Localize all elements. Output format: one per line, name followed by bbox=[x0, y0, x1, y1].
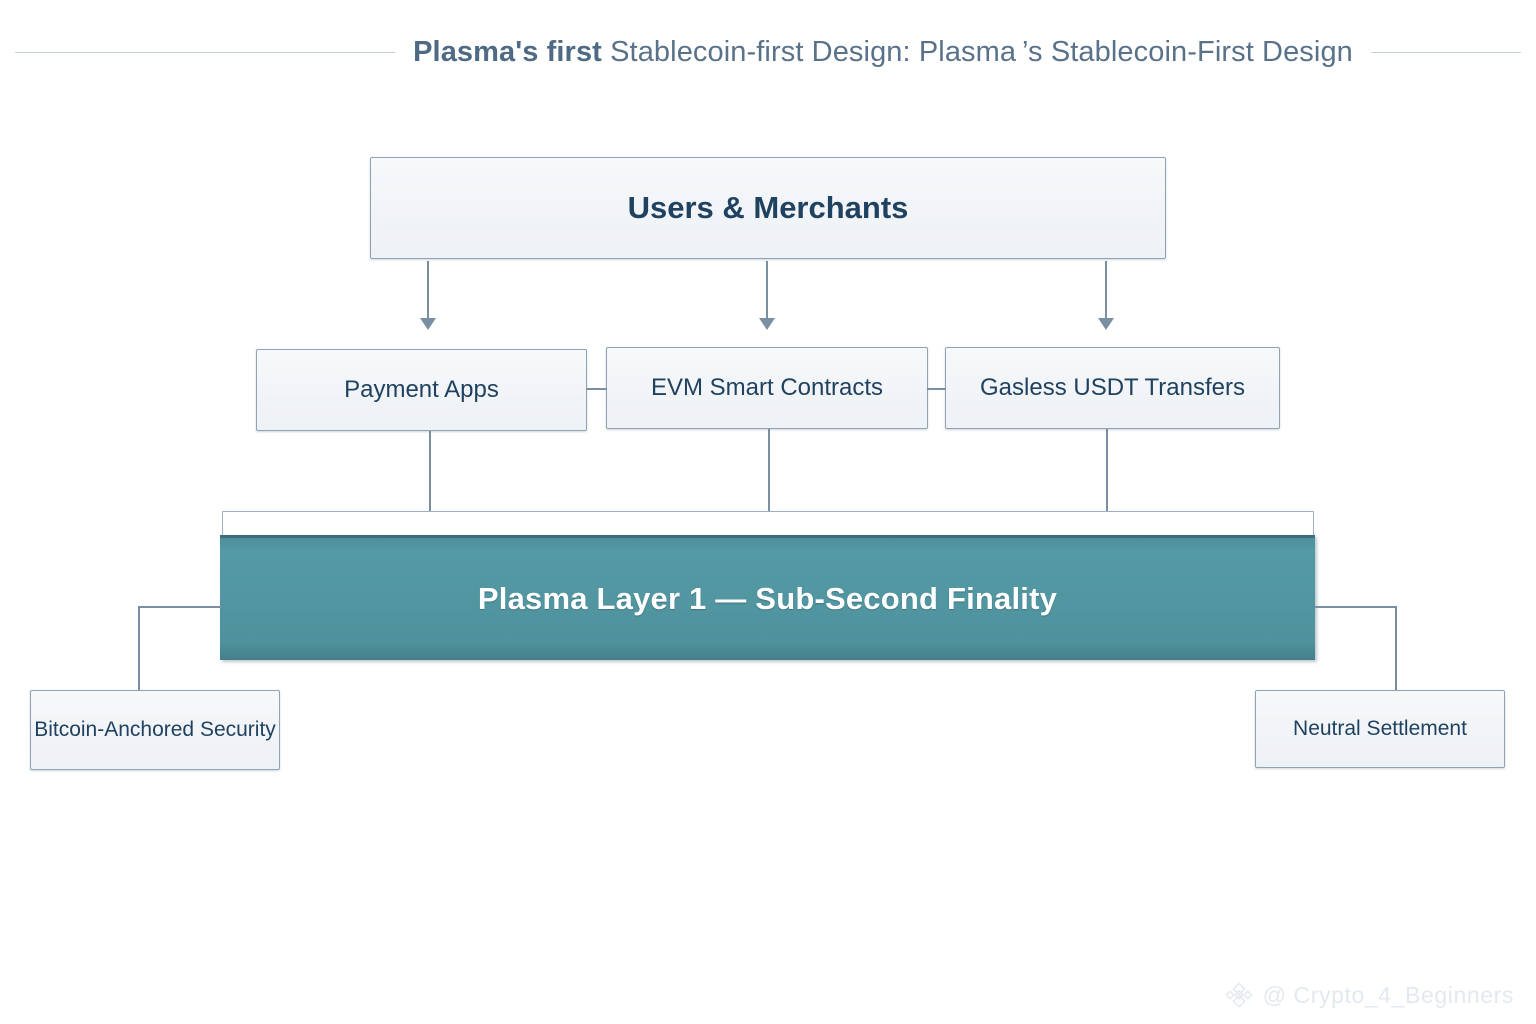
connector-users-to-evm bbox=[766, 261, 768, 323]
watermark: @ Crypto_4_Beginners bbox=[1224, 980, 1514, 1010]
page-title: Plasma's first Stablecoin-first Design: … bbox=[0, 28, 1536, 76]
node-neutral-settlement-label: Neutral Settlement bbox=[1293, 716, 1467, 740]
watermark-handle: @ Crypto_4_Beginners bbox=[1262, 981, 1514, 1008]
connector-gasless-to-layer1 bbox=[1106, 429, 1108, 513]
connector-payment-to-evm bbox=[586, 388, 607, 390]
connector-layer1-to-bitcoin-v bbox=[138, 606, 140, 692]
node-gasless-usdt-transfers-label: Gasless USDT Transfers bbox=[980, 374, 1245, 401]
connector-evm-to-gasless bbox=[927, 388, 946, 390]
connector-users-to-payment bbox=[427, 261, 429, 323]
node-payment-apps-label: Payment Apps bbox=[344, 376, 499, 403]
node-bitcoin-anchored-security[interactable]: Bitcoin-Anchored Security bbox=[30, 690, 280, 770]
connector-payment-to-layer1 bbox=[429, 431, 431, 513]
title-rule-left bbox=[15, 51, 396, 53]
node-bitcoin-anchored-security-label: Bitcoin-Anchored Security bbox=[34, 717, 276, 741]
connector-layer1-to-neutral-h bbox=[1315, 606, 1397, 608]
arrowhead-users-to-payment-icon bbox=[420, 318, 436, 330]
node-users-and-merchants-label: Users & Merchants bbox=[627, 190, 909, 225]
node-neutral-settlement[interactable]: Neutral Settlement bbox=[1255, 690, 1505, 768]
page-title-text: Plasma's first Stablecoin-first Design: … bbox=[413, 36, 1353, 69]
binance-diamond-logo-icon bbox=[1224, 982, 1253, 1008]
node-plasma-layer-1[interactable]: Plasma Layer 1 — Sub-Second Finality bbox=[220, 535, 1315, 660]
node-payment-apps[interactable]: Payment Apps bbox=[256, 349, 587, 431]
arrowhead-users-to-gasless-icon bbox=[1098, 318, 1114, 330]
connector-layer1-to-neutral-v bbox=[1395, 606, 1397, 692]
title-rule-right bbox=[1370, 51, 1521, 53]
node-users-and-merchants[interactable]: Users & Merchants bbox=[370, 157, 1166, 259]
node-plasma-layer-1-label: Plasma Layer 1 — Sub-Second Finality bbox=[477, 581, 1058, 616]
page-title-bold: Plasma's first bbox=[413, 35, 602, 68]
connector-evm-to-layer1 bbox=[768, 429, 770, 513]
page-title-rest: Stablecoin-first Design: Plasma ’s Stabl… bbox=[601, 35, 1353, 68]
connector-users-to-gasless bbox=[1105, 261, 1107, 323]
node-evm-smart-contracts-label: EVM Smart Contracts bbox=[650, 374, 884, 401]
arrowhead-users-to-evm-icon bbox=[759, 318, 775, 330]
node-gasless-usdt-transfers[interactable]: Gasless USDT Transfers bbox=[945, 347, 1280, 429]
connector-layer1-to-bitcoin-h bbox=[138, 606, 222, 608]
node-evm-smart-contracts[interactable]: EVM Smart Contracts bbox=[606, 347, 928, 429]
